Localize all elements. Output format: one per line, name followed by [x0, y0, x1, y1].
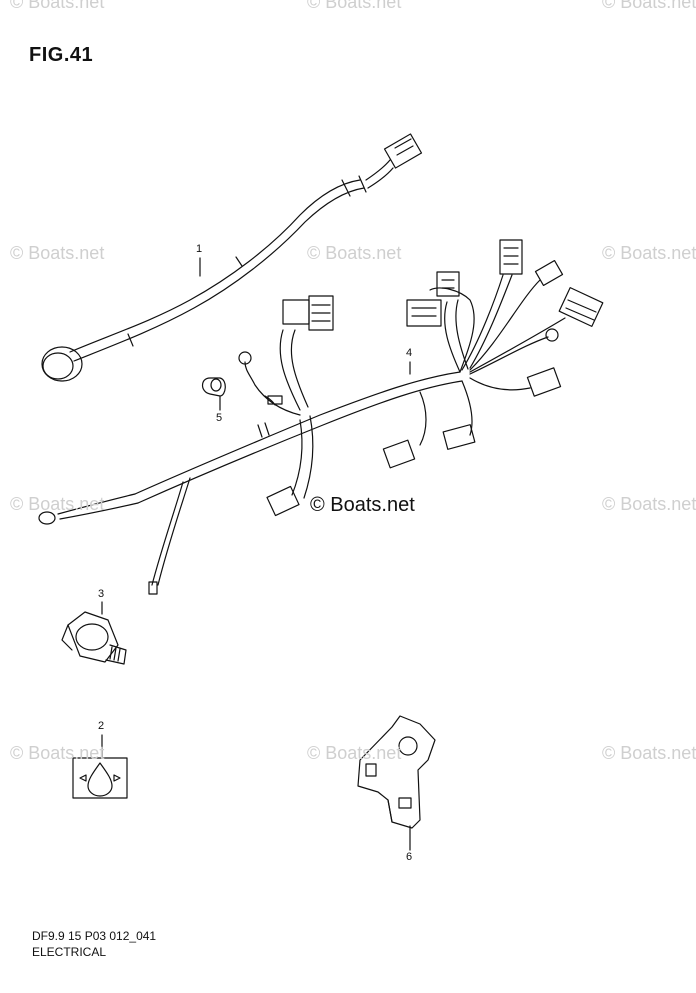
part-3-sensor	[61, 611, 127, 665]
callout-3: 3	[98, 588, 105, 600]
callout-6: 6	[406, 851, 413, 863]
watermark: © Boats.net	[307, 743, 402, 763]
watermark: © Boats.net	[602, 0, 696, 12]
watermark: © Boats.net	[10, 494, 105, 514]
watermark: © Boats.net	[602, 743, 696, 763]
callout-2: 2	[98, 720, 105, 732]
watermark: © Boats.net	[10, 243, 105, 263]
callout-4: 4	[406, 347, 413, 359]
watermark: © Boats.net	[307, 243, 402, 263]
callout-5: 5	[216, 412, 223, 424]
part-4-main-harness	[38, 239, 604, 595]
callout-1: 1	[196, 243, 203, 255]
figure-title: FIG.41	[29, 44, 94, 66]
part-1-harness	[41, 133, 423, 382]
part-6-bracket	[357, 715, 436, 829]
part-2-label	[72, 757, 128, 799]
watermark: © Boats.net	[307, 0, 402, 12]
watermark: © Boats.net	[602, 243, 696, 263]
watermark: © Boats.net	[602, 494, 696, 514]
watermark: © Boats.net	[10, 0, 105, 12]
diagram-code: DF9.9 15 P03 012_041	[32, 929, 157, 943]
watermark-center: © Boats.net	[310, 494, 415, 516]
watermark: © Boats.net	[10, 743, 105, 763]
section-title: ELECTRICAL	[32, 945, 107, 959]
